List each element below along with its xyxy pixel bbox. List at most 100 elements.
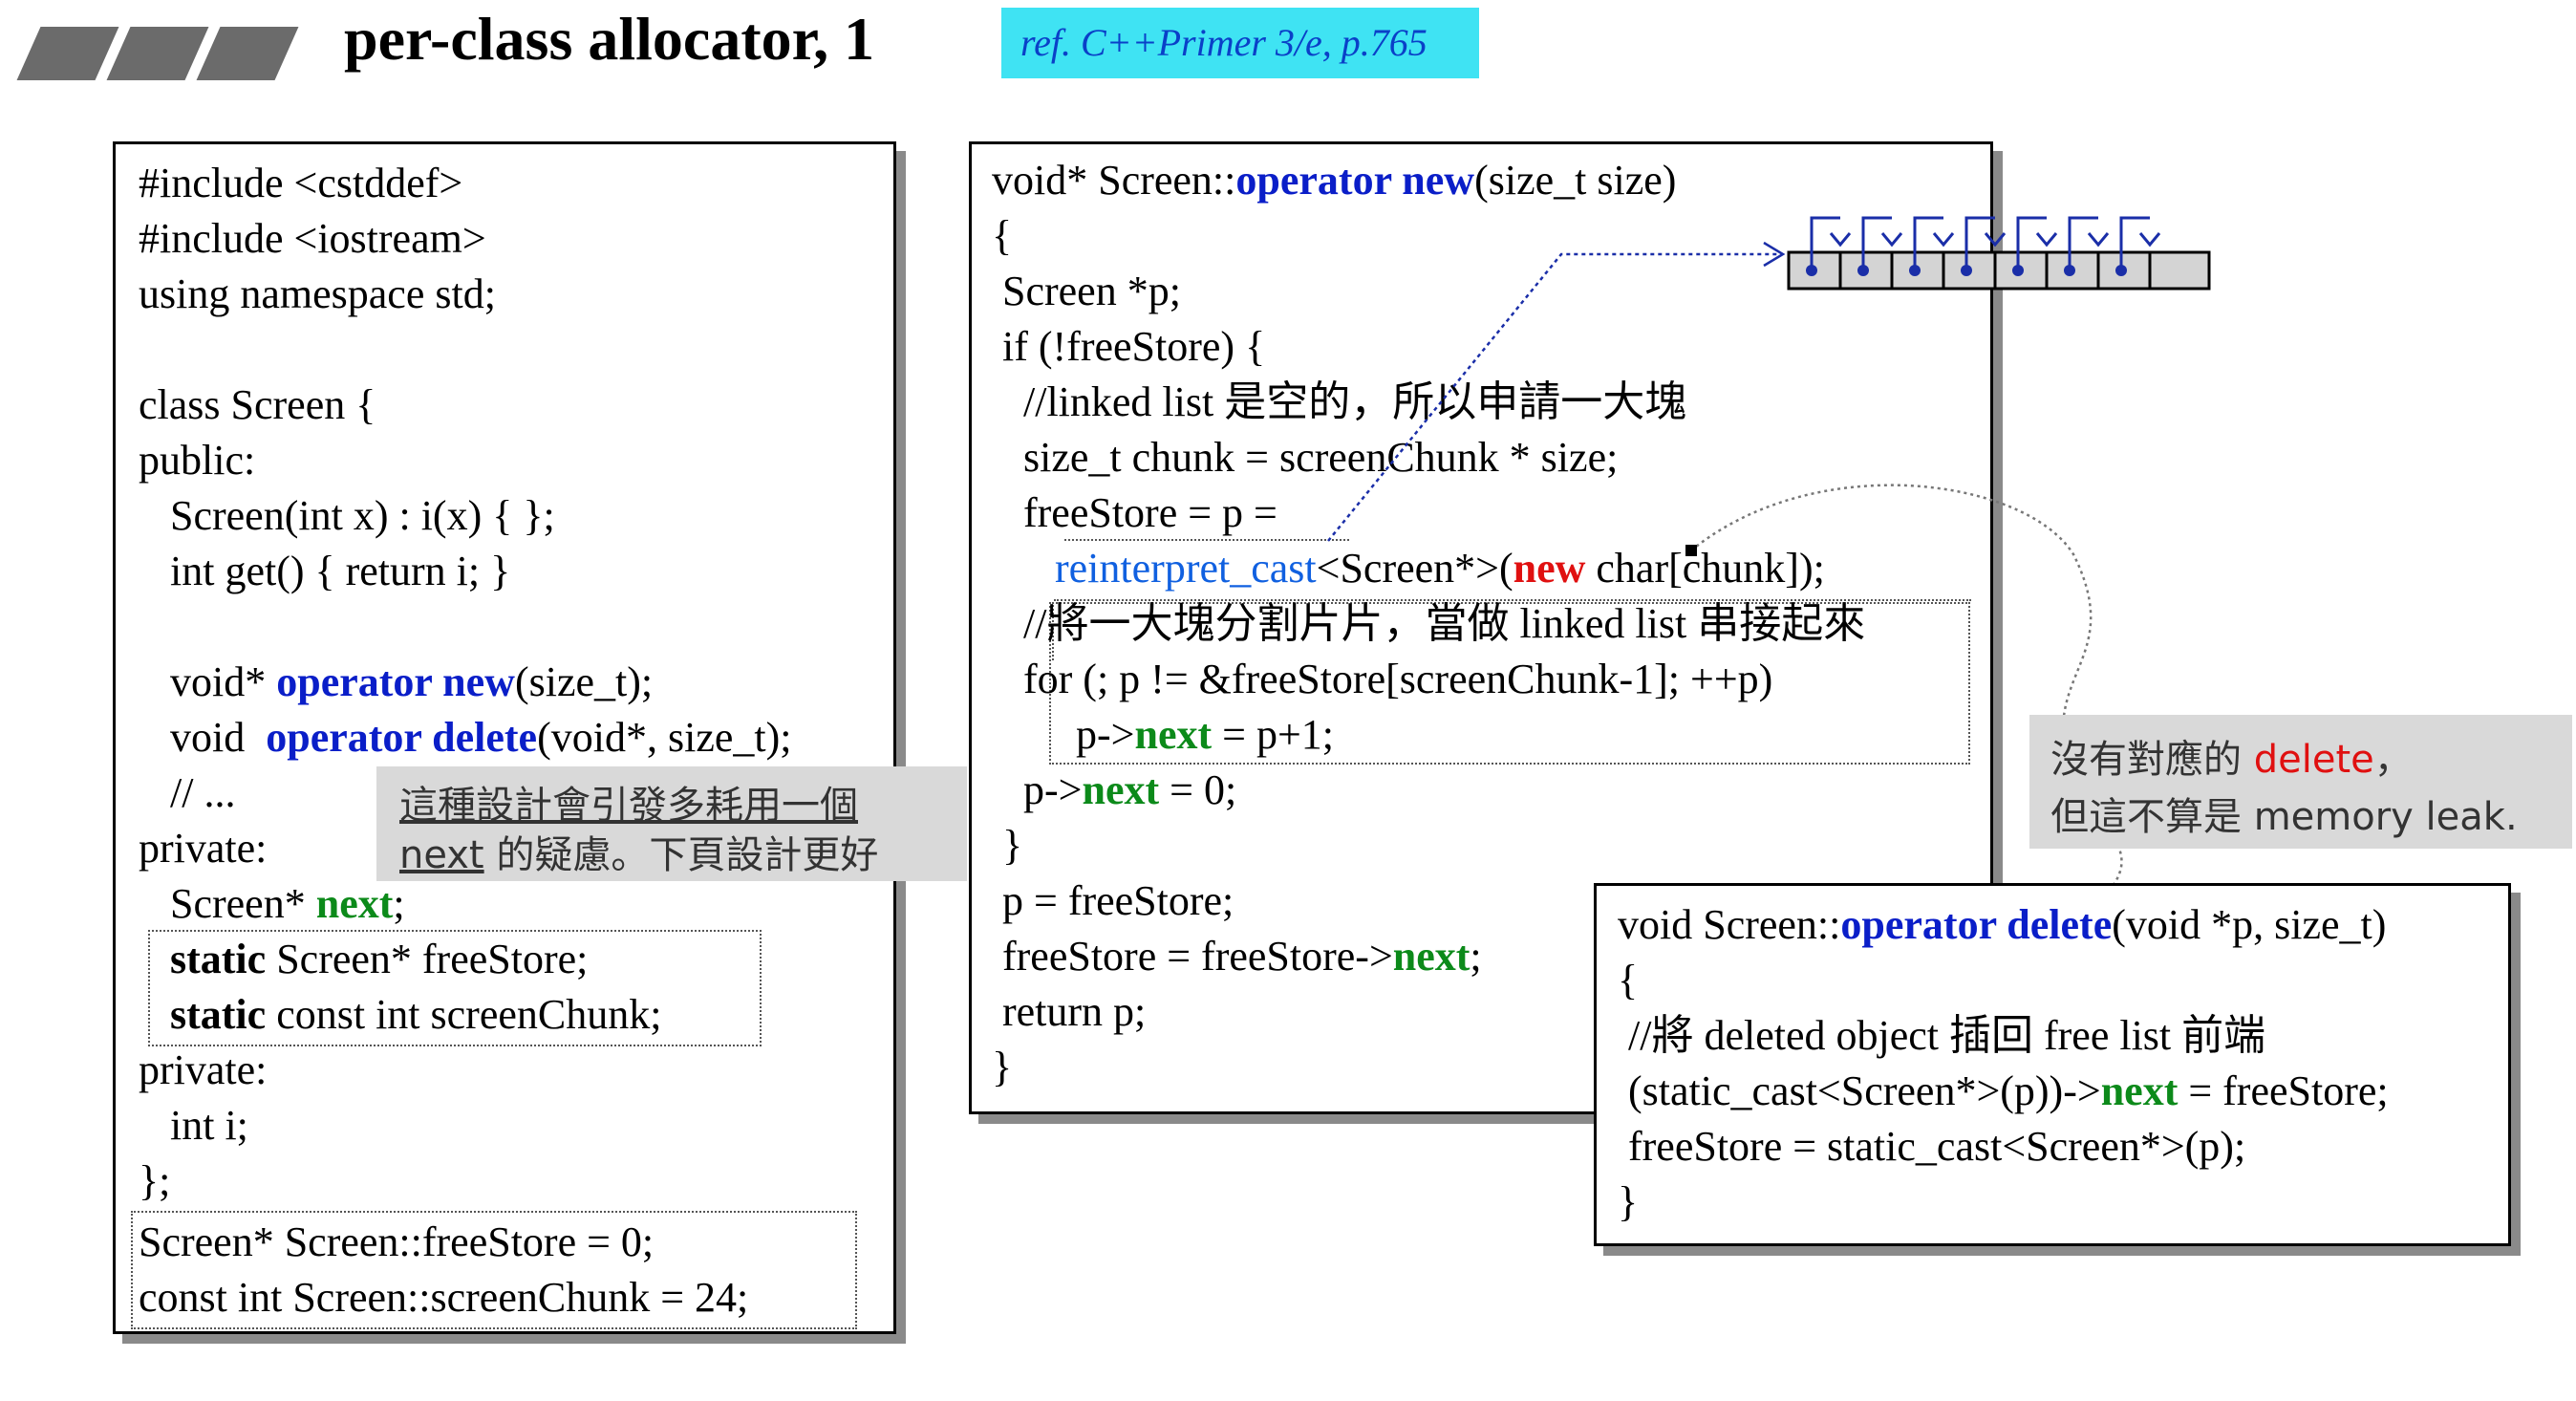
note-line: 沒有對應的 delete， xyxy=(2050,728,2413,784)
code-text: = p+1; xyxy=(1212,711,1334,758)
code-line: for (; p != &freeStore[screenChunk-1]; +… xyxy=(992,656,1773,702)
freestore-arrowhead xyxy=(1763,241,1786,268)
keyword-static: static xyxy=(139,936,267,982)
code-text: void Screen:: xyxy=(1618,901,1841,948)
code-text: void* Screen:: xyxy=(992,157,1236,204)
code-line: Screen* Screen::freeStore = 0; xyxy=(139,1218,655,1265)
code-line: p->next = p+1; xyxy=(992,707,1334,763)
freestore-underline xyxy=(1064,539,1349,541)
code-line: // ... xyxy=(139,769,236,816)
keyword-operator-delete: operator delete xyxy=(266,714,538,761)
code-line: int i; xyxy=(139,1102,248,1149)
keyword-operator-delete: operator delete xyxy=(1840,901,2113,948)
keyword-next: next xyxy=(1392,933,1470,980)
code-text: (void *p, size_t) xyxy=(2112,901,2387,948)
code-line: { xyxy=(1618,957,1639,1003)
note-delete-word: delete xyxy=(2253,738,2374,782)
operator-delete-box: void Screen::operator delete(void *p, si… xyxy=(1594,883,2511,1246)
code-text: void xyxy=(139,714,267,761)
dotted-bracket xyxy=(1052,605,1054,660)
keyword-reinterpret-cast: reinterpret_cast xyxy=(992,545,1317,592)
code-line: size_t chunk = screenChunk * size; xyxy=(992,434,1619,481)
keyword-static: static xyxy=(139,991,267,1038)
note-text: 的疑慮。下頁設計更好 xyxy=(483,833,879,877)
code-line: int get() { return i; } xyxy=(139,548,511,594)
keyword-next: next xyxy=(1082,766,1160,813)
code-line: void operator delete(void*, size_t); xyxy=(139,710,791,765)
chunk-cells xyxy=(1787,250,2211,291)
reference-text: ref. C++Primer 3/e, p.765 xyxy=(1020,21,1428,64)
code-text: ; xyxy=(1470,933,1482,980)
code-line: p->next = 0; xyxy=(992,763,1236,818)
code-line: freeStore = freeStore->next; xyxy=(992,929,1482,984)
code-line: if (!freeStore) { xyxy=(992,323,1266,370)
code-line: const int Screen::screenChunk = 24; xyxy=(139,1274,749,1321)
split-loop-highlight xyxy=(1049,602,1970,765)
keyword-next: next xyxy=(315,880,394,927)
code-line: reinterpret_cast<Screen*>(new char[chunk… xyxy=(992,541,1825,596)
code-line: Screen* next; xyxy=(139,876,405,932)
code-text: Screen* xyxy=(139,880,316,927)
code-line: public: xyxy=(139,437,256,484)
note-line: 這種設計會引發多耗用一個 xyxy=(399,784,858,828)
note-line: next 的疑慮。下頁設計更好 xyxy=(399,824,878,879)
keyword-operator-new: operator new xyxy=(276,658,515,705)
code-line: void* operator new(size_t); xyxy=(139,655,653,710)
code-line: } xyxy=(992,1044,1013,1090)
code-line: (static_cast<Screen*>(p))->next = freeSt… xyxy=(1618,1064,2389,1119)
operator-new-code: void* Screen::operator new(size_t size) … xyxy=(969,141,1993,1114)
code-text: const int screenChunk; xyxy=(266,991,662,1038)
code-comment: //linked list 是空的，所以申請一大塊 xyxy=(992,378,1687,425)
code-line: #include <cstddef> xyxy=(139,160,463,206)
code-line: void Screen::operator delete(void *p, si… xyxy=(1618,897,2386,953)
code-line: Screen *p; xyxy=(992,268,1181,314)
code-line: private: xyxy=(139,1046,268,1093)
code-line: private: xyxy=(139,825,268,872)
code-text: <Screen*>( xyxy=(1316,545,1513,592)
code-line: } xyxy=(992,822,1023,869)
code-text: char[chunk]); xyxy=(1585,545,1825,592)
new-delete-connector xyxy=(1690,484,2123,995)
code-comment: //將一大塊分割片片，當做 linked list 串接起來 xyxy=(992,600,1866,647)
code-line: static const int screenChunk; xyxy=(139,987,661,1043)
code-text: (void*, size_t); xyxy=(537,714,792,761)
memory-leak-note: 沒有對應的 delete， 但這不算是 memory leak. xyxy=(2029,715,2572,849)
code-text: (size_t); xyxy=(514,658,654,705)
code-text: Screen* freeStore; xyxy=(266,936,589,982)
code-line: { xyxy=(992,212,1013,259)
code-text: (size_t size) xyxy=(1474,157,1677,204)
class-definition-box: #include <cstddef> #include <iostream> u… xyxy=(113,141,896,1334)
code-line: void* Screen::operator new(size_t size) xyxy=(992,153,1676,208)
freestore-connector xyxy=(1327,252,1781,542)
code-text: p-> xyxy=(992,711,1135,758)
static-members-highlight xyxy=(148,930,762,1046)
code-line: class Screen { xyxy=(139,381,376,428)
design-note: 這種設計會引發多耗用一個 next 的疑慮。下頁設計更好 xyxy=(376,766,967,881)
code-text: (static_cast<Screen*>(p))-> xyxy=(1618,1067,2101,1114)
code-line: } xyxy=(1618,1178,1639,1225)
code-text: ; xyxy=(393,880,405,927)
keyword-new: new xyxy=(1513,545,1586,592)
code-line: static Screen* freeStore; xyxy=(139,932,588,987)
connector-end-marker xyxy=(1685,545,1697,556)
keyword-next: next xyxy=(1134,711,1213,758)
page-title: per-class allocator, 1 xyxy=(344,5,875,73)
keyword-operator-new: operator new xyxy=(1235,157,1475,204)
note-text: ， xyxy=(2373,738,2413,782)
code-line: freeStore = static_cast<Screen*>(p); xyxy=(1618,1123,2246,1170)
code-comment: //將 deleted object 插回 free list 前端 xyxy=(1618,1012,2266,1059)
dotted-underline xyxy=(1054,599,1971,601)
code-line: Screen(int x) : i(x) { }; xyxy=(139,492,555,539)
note-text: 沒有對應的 xyxy=(2050,738,2254,782)
code-text: = freeStore; xyxy=(2178,1067,2389,1114)
next-pointer-arrows xyxy=(1810,216,2161,270)
code-text: p-> xyxy=(992,766,1083,813)
code-line: }; xyxy=(139,1157,171,1204)
static-init-highlight xyxy=(131,1211,857,1329)
note-next-word: next xyxy=(399,833,484,877)
code-text: = 0; xyxy=(1159,766,1237,813)
code-line: return p; xyxy=(992,988,1147,1035)
note-line: 但這不算是 memory leak. xyxy=(2050,795,2518,839)
code-text: freeStore = freeStore-> xyxy=(992,933,1393,980)
